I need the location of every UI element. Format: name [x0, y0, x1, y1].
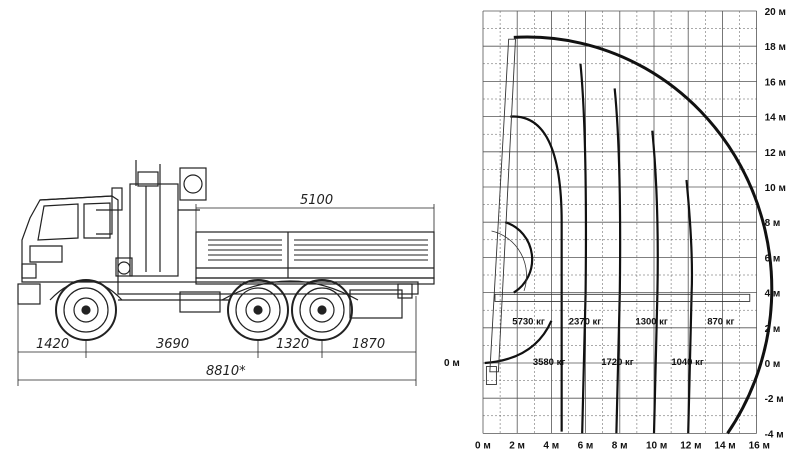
chassis-frame	[117, 281, 419, 319]
load-label-lower: 3580 кг	[533, 357, 566, 368]
boom-swing-arc	[491, 230, 527, 291]
dim-body-length: 5100	[300, 193, 333, 208]
y-tick-label: 0 м	[765, 359, 781, 370]
y-tick-label: 16 м	[765, 77, 786, 88]
front-wheel	[49, 279, 123, 341]
rear-wheel-2	[221, 279, 359, 341]
y-tick-label: -2 м	[765, 394, 784, 405]
y-tick-label: 20 м	[765, 7, 786, 18]
x-tick-label: 10 м	[646, 440, 667, 451]
cargo-body	[195, 231, 435, 285]
dimension-lines	[17, 204, 435, 386]
capacity-line	[651, 130, 659, 434]
x-tick-label: 4 м	[543, 440, 559, 451]
x-tick-label: 0 м	[475, 440, 491, 451]
boom-horizontal	[494, 293, 751, 302]
y-tick-label: -4 м	[765, 429, 784, 440]
dim-wheelbase: 3690	[156, 337, 189, 352]
dim-rear-overhang: 1870	[352, 337, 385, 352]
load-label-upper: 5730 кг	[512, 316, 545, 327]
capacity-line	[613, 88, 622, 434]
crane-boom-outline	[485, 38, 751, 385]
y-tick-label: 2 м	[765, 324, 781, 335]
load-label-lower: 1040 кг	[671, 357, 704, 368]
x-tick-label: 2 м	[509, 440, 525, 451]
y-tick-label: 10 м	[765, 183, 786, 194]
truck-side-view	[17, 160, 435, 386]
capacity-line	[579, 63, 588, 434]
x-tick-label: 8 м	[612, 440, 628, 451]
envelope-lower-curve	[484, 320, 553, 365]
load-label-upper: 1300 кг	[635, 316, 668, 327]
dim-axle-spacing: 1320	[276, 337, 309, 352]
dim-overall-length: 8810*	[206, 364, 246, 379]
zero-level-marker: 0 м	[444, 358, 460, 369]
y-axis-tick-labels: -4 м-2 м0 м2 м4 м6 м8 м10 м12 м14 м16 м1…	[765, 7, 786, 440]
load-labels: 5730 кг 2370 кг 1300 кг 870 кг 3580 кг 1720 к…	[512, 316, 734, 367]
load-label-upper: 870 кг	[707, 316, 734, 327]
load-chart: -4 м -2 м 0 м 2 м 4 м 6 м 8 м 10 м 12 м 14 м 16 м 1…	[444, 7, 786, 451]
rear-wheel-1	[227, 279, 289, 341]
y-tick-label: 12 м	[765, 148, 786, 159]
envelope-line-1	[510, 115, 563, 432]
x-axis-tick-labels: 0 м 2 м 4 м 6 м 8 м 10 м 12 м 14 м 16 м	[475, 440, 770, 451]
y-tick-label: 18 м	[765, 42, 786, 53]
load-label-upper: 2370 кг	[569, 316, 602, 327]
y-tick-label: 14 м	[765, 113, 786, 124]
x-tick-label: 14 м	[714, 440, 735, 451]
y-tick-label: 6 м	[765, 253, 781, 264]
reach-envelope	[484, 35, 774, 435]
y-tick-label: 8 м	[765, 218, 781, 229]
x-tick-label: 12 м	[680, 440, 701, 451]
crane-column	[115, 160, 207, 277]
x-tick-label: 16 м	[749, 440, 770, 451]
boom-vertical	[489, 38, 516, 373]
envelope-inner	[504, 221, 534, 294]
boom-base	[485, 366, 497, 385]
capacity-line	[685, 179, 694, 434]
envelope-outer	[513, 35, 774, 435]
load-label-lower: 1720 кг	[601, 357, 634, 368]
x-tick-label: 6 м	[578, 440, 594, 451]
dim-front-overhang: 1420	[36, 337, 69, 352]
